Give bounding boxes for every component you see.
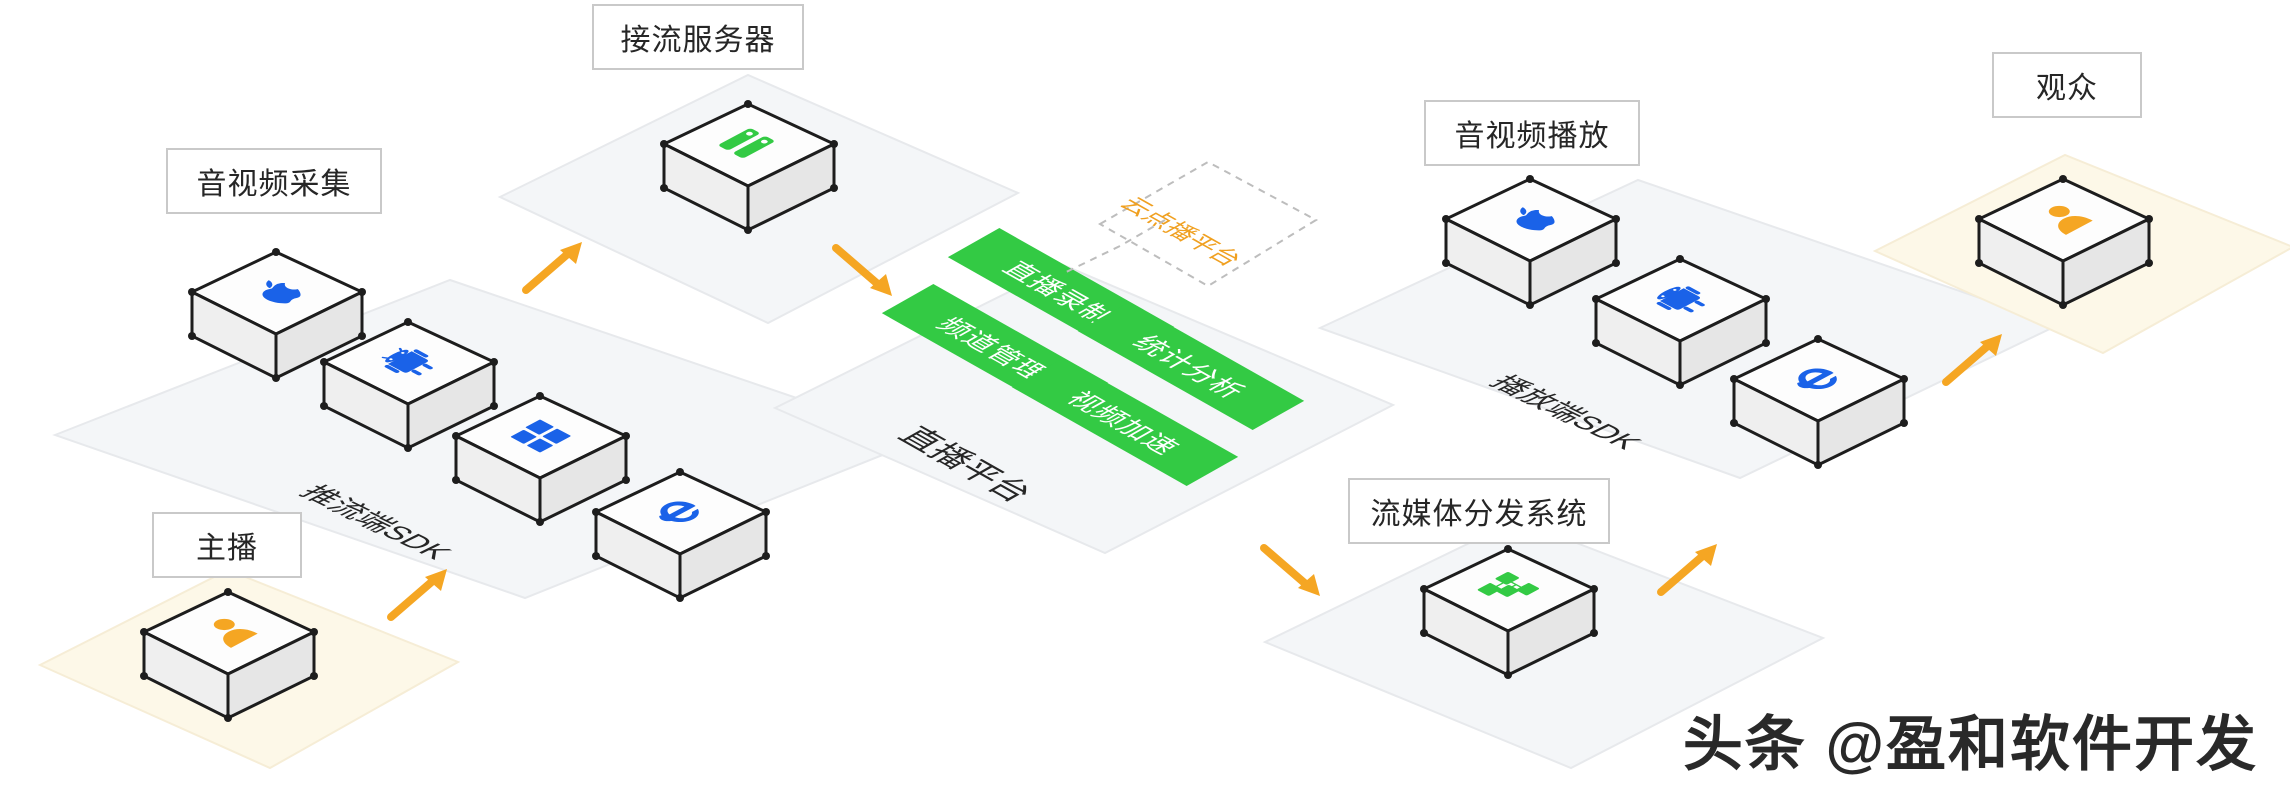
device-box-ie-capture [592, 468, 772, 618]
device-box-audience-person [1975, 175, 2155, 325]
arrow-ingest-to-platform [830, 240, 902, 300]
vod-platform-slab [1097, 160, 1319, 290]
person-icon [213, 618, 258, 648]
watermark: 头条 @盈和软件开发 [1682, 711, 2258, 778]
arrow-platform-to-cdn [1258, 540, 1330, 600]
device-box-ie-playback [1730, 335, 1910, 485]
device-box-android-playback [1592, 255, 1772, 405]
ie-browser-icon [1797, 368, 1837, 390]
person-icon [2048, 205, 2093, 235]
android-icon [381, 347, 433, 376]
vod-connector-line [1061, 219, 1166, 275]
arrow-cdn-to-playback [1655, 540, 1727, 600]
arrow-capture-to-ingest [520, 238, 592, 298]
device-box-cdn-network [1420, 545, 1600, 695]
windows-icon [510, 419, 571, 453]
label-capture[interactable]: 音视频采集 [166, 148, 382, 214]
ie-browser-icon [659, 501, 699, 523]
label-audience[interactable]: 观众 [1992, 52, 2142, 118]
device-box-windows-capture [452, 392, 632, 542]
device-box-android-capture [320, 318, 500, 468]
device-box-apple-capture [188, 248, 368, 398]
label-ingest-server[interactable]: 接流服务器 [592, 4, 804, 70]
label-anchor[interactable]: 主播 [152, 512, 302, 578]
apple-icon [1516, 207, 1555, 231]
android-icon [1656, 286, 1705, 313]
device-box-anchor-person [140, 588, 320, 738]
network-nodes-icon [1477, 572, 1540, 597]
apple-icon [262, 280, 301, 304]
device-box-ingest-server [660, 100, 840, 250]
label-cdn[interactable]: 流媒体分发系统 [1348, 478, 1610, 544]
server-rack-icon [719, 128, 774, 158]
arrow-anchor-to-capture [385, 565, 457, 625]
device-box-apple-playback [1442, 175, 1622, 325]
label-playback[interactable]: 音视频播放 [1424, 100, 1640, 166]
arrow-playback-to-audience [1940, 330, 2012, 390]
